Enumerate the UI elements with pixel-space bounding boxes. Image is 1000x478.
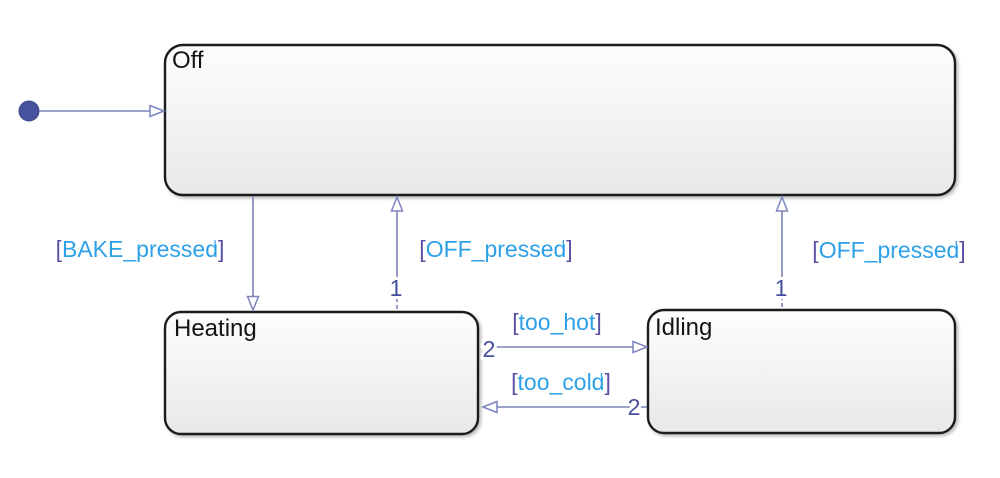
state-heating-shape[interactable]: [163, 310, 480, 436]
state-heating-title[interactable]: Heating: [174, 315, 257, 342]
transition-order-badge[interactable]: 2: [480, 333, 499, 365]
state-idling-shape[interactable]: [646, 308, 957, 435]
transition-order-badge[interactable]: 2: [625, 391, 644, 423]
transition-condition-label-off-left[interactable]: [OFF_pressed]: [417, 234, 575, 265]
transition-order-badge[interactable]: 1: [772, 272, 791, 304]
transition-too-cold[interactable]: 2 [too_cold]: [480, 367, 647, 423]
transition-order-badge[interactable]: 1: [387, 272, 406, 304]
arrowhead-up-icon[interactable]: [775, 194, 789, 212]
arrowhead-right-icon[interactable]: [632, 340, 650, 354]
arrowhead-down-icon[interactable]: [246, 295, 260, 312]
arrowhead-right-icon[interactable]: [149, 104, 167, 118]
state-off[interactable]: Off: [163, 43, 957, 197]
transition-off-pressed-from-idling[interactable]: 1 [OFF_pressed]: [772, 194, 968, 309]
state-off-title[interactable]: Off: [172, 47, 204, 74]
transition-condition-label-bake[interactable]: [BAKE_pressed]: [53, 234, 227, 265]
transition-off-pressed-from-heating[interactable]: 1 [OFF_pressed]: [387, 194, 575, 311]
transition-default-into-off[interactable]: [18, 100, 167, 122]
state-idling[interactable]: Idling: [646, 308, 957, 435]
transition-condition-label-too-cold[interactable]: [too_cold]: [509, 367, 614, 398]
arrowhead-left-icon[interactable]: [480, 400, 498, 414]
state-idling-title[interactable]: Idling: [655, 314, 712, 341]
transition-condition-label-too-hot[interactable]: [too_hot]: [510, 307, 605, 338]
transition-condition-label-off-right[interactable]: [OFF_pressed]: [810, 235, 968, 266]
state-off-shape[interactable]: [163, 43, 957, 197]
state-heating[interactable]: Heating: [163, 310, 480, 436]
transition-too-hot[interactable]: 2 [too_hot]: [480, 307, 650, 365]
transition-bake-pressed[interactable]: [BAKE_pressed]: [53, 196, 260, 312]
default-transition-dot-icon[interactable]: [18, 100, 40, 122]
arrowhead-up-icon[interactable]: [390, 194, 404, 212]
